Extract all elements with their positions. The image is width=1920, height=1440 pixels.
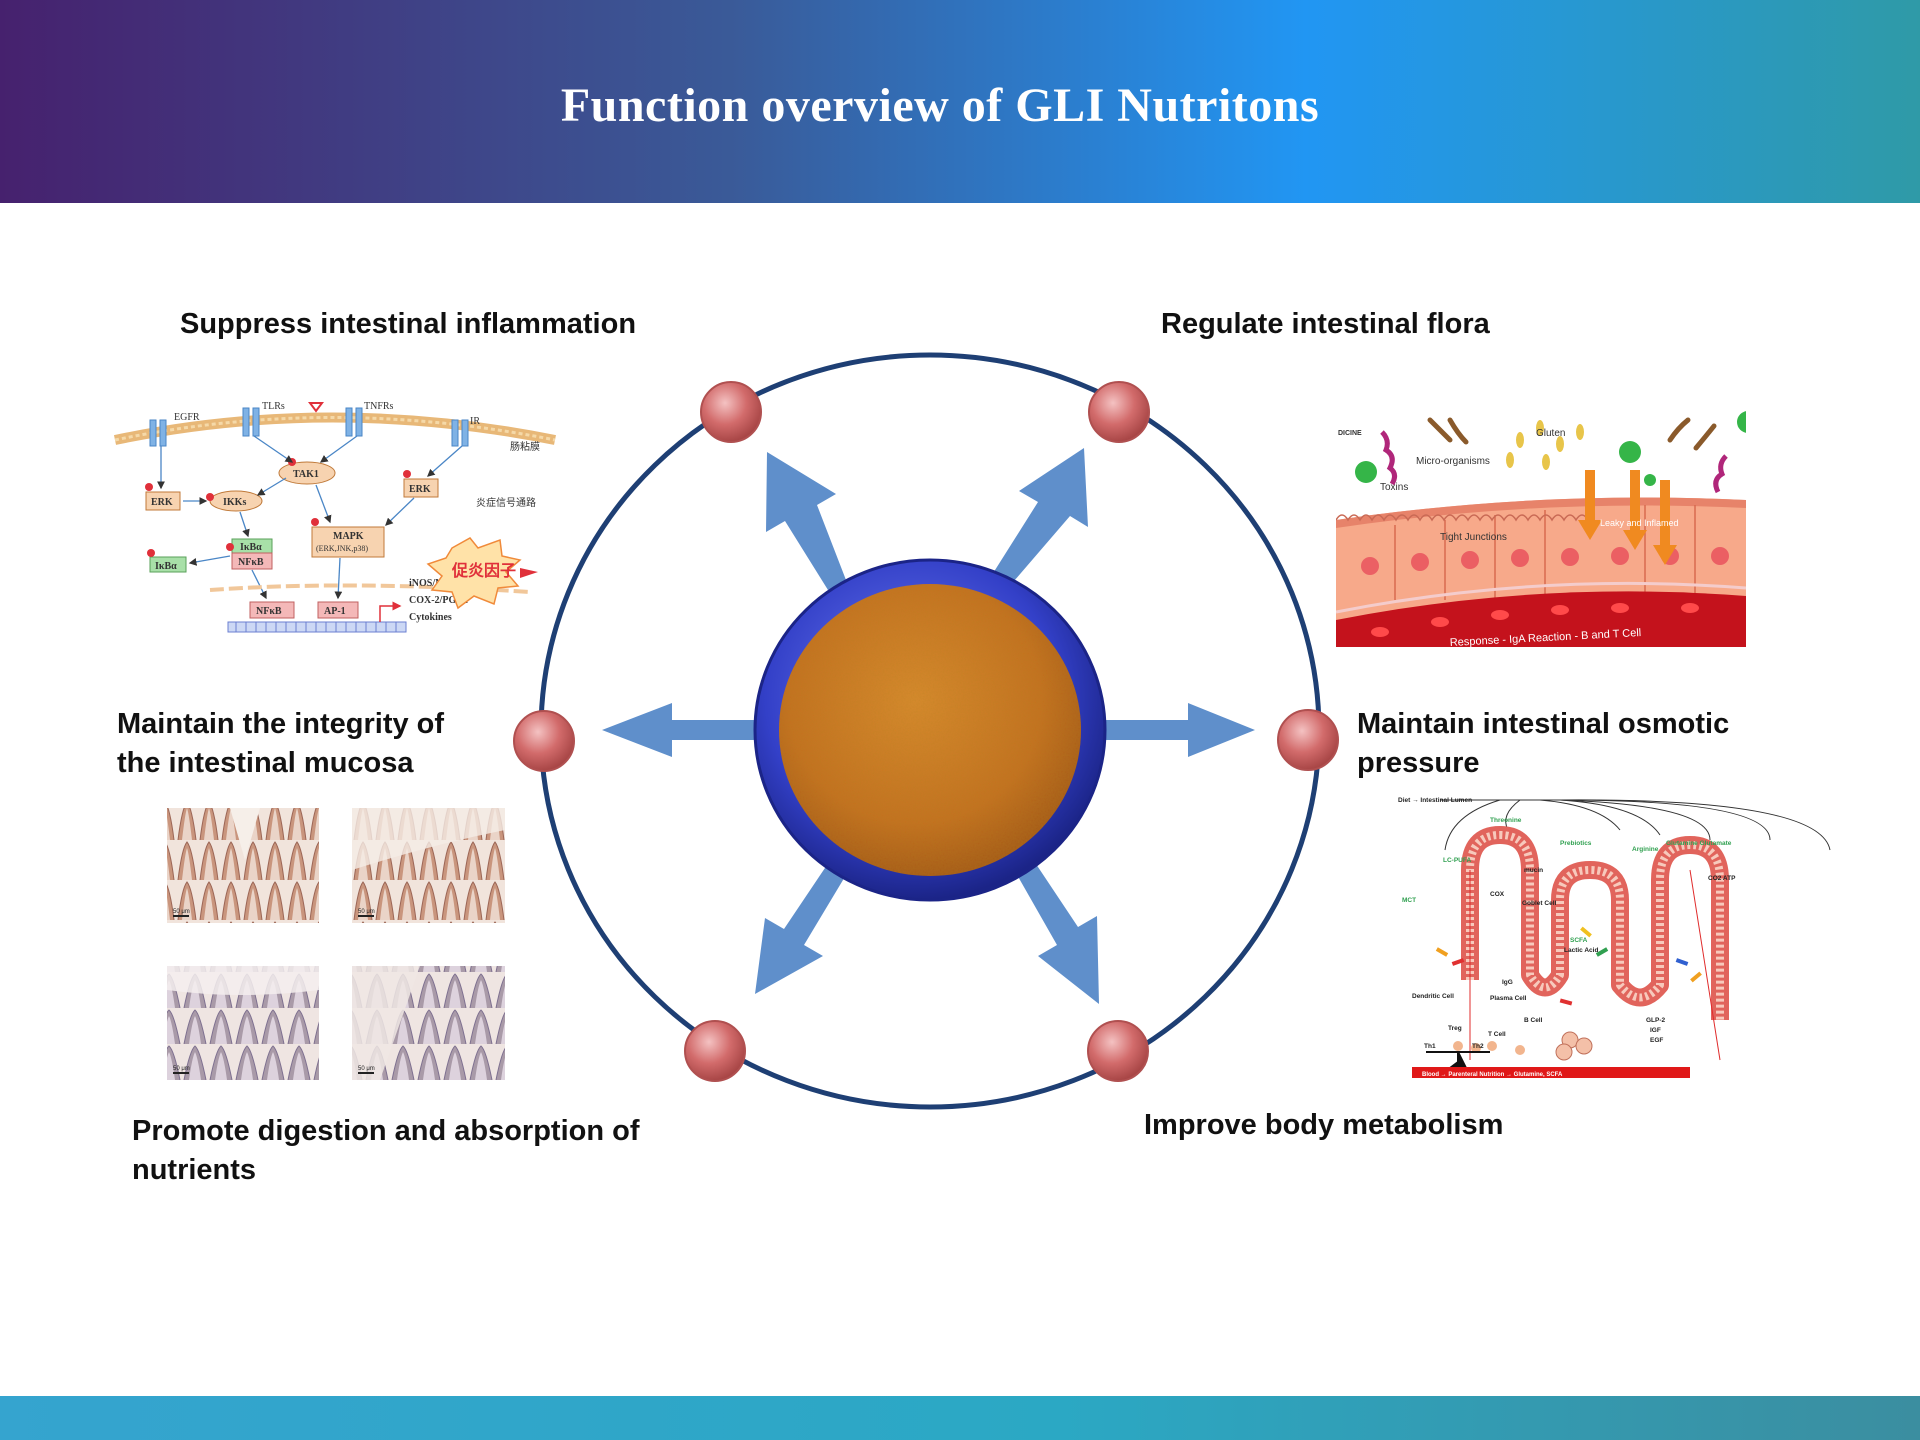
center-powder-dish [753,558,1107,902]
osm-dendritic: Dendritic Cell [1412,993,1454,1000]
osm-th2: Th2 [1472,1043,1484,1050]
label-improve-metabolism-line1: Improve body metabolism [1144,1109,1504,1141]
pw-erk-right: ERK [409,484,431,495]
node-bottom-left [684,1020,746,1082]
pw-nfkb: NFκB [238,557,264,568]
osm-plasma: Plasma Cell [1490,995,1527,1002]
node-bottom-right [1087,1020,1149,1082]
osm-prebiotics: Prebiotics [1560,840,1592,847]
pw-erk-left: ERK [151,497,173,508]
osmotic-blood-label: Blood → Parenteral Nutrition → Glutamine… [1422,1072,1563,1078]
label-promote-digestion-line1: Promote digestion and absorption of [132,1115,640,1147]
label-promote-digestion-line2: nutrients [132,1154,257,1186]
flora-label-tight: Tight Junctions [1440,532,1507,543]
arrow-down-left [755,859,849,994]
pw-ikba: IκBα [240,542,262,553]
arrow-left [602,703,756,757]
histology-scale-1: 50 μm [173,909,190,915]
ring-nodes [513,381,1339,1082]
label-osmotic-pressure-line1: Maintain intestinal osmotic [1357,708,1730,740]
pw-nfkb-nucleus: NFκB [256,606,282,617]
histology-scale-2: 50 μm [358,909,375,915]
histology-2: 50 μm [352,808,505,923]
node-top-left [700,381,762,443]
osm-scfa: SCFA [1570,937,1588,944]
membrane-label: 肠粘膜 [510,440,540,453]
arrow-right [1103,703,1255,757]
osm-glutamine: Glutamine Glutamate [1666,840,1732,847]
output-cox: COX-2/PGE2 [409,595,468,606]
pw-ikks: IKKs [223,497,246,508]
flora-label-toxins: Toxins [1380,482,1408,493]
osm-treg: Treg [1448,1025,1462,1032]
arrow-up-left [766,452,846,590]
inflammation-pathway-figure: EGFR TLRs TNFRs IR 肠粘膜 炎症信号通路 ERK IKKs T… [113,401,556,633]
node-top-right [1088,381,1150,443]
histology-1: 50 μm [167,808,319,923]
arrow-up-right [990,448,1088,588]
flora-label-gluten: Gluten [1536,428,1565,439]
histology-3: 50 μm [167,966,319,1080]
pw-tak1: TAK1 [293,469,319,480]
arrows [602,448,1255,1004]
label-suppress-inflammation-line1: Suppress intestinal inflammation [180,308,637,340]
osm-goblet: Goblet Cell [1522,900,1557,907]
page-title: Function overview of GLI Nutritons [560,79,1320,132]
osm-co2: CO2 ATP [1708,875,1736,882]
osm-lcpufa: LC-PUFA [1443,857,1471,864]
label-improve-metabolism: Improve body metabolism [1144,1106,1503,1145]
pw-mapk-sub: (ERK,JNK,p38) [316,544,368,553]
osm-egf: EGF [1650,1037,1663,1044]
osm-threonine: Threonine [1490,817,1522,824]
label-osmotic-pressure-line2: pressure [1357,747,1480,779]
burst-label: 促炎因子 [451,561,516,580]
osm-tcell: T Cell [1488,1031,1506,1038]
output-cytokines: Cytokines [409,612,452,623]
label-regulate-flora-line1: Regulate intestinal flora [1161,308,1490,340]
histology-scale-4: 50 μm [358,1066,375,1072]
node-left [513,710,575,772]
osm-cox: COX [1490,891,1505,898]
osm-bcell: B Cell [1524,1017,1543,1024]
histology-4: 50 μm [352,966,505,1080]
footer-banner [0,1396,1920,1440]
osm-mucin: mucin [1524,867,1543,874]
proinflammatory-burst [426,537,522,610]
label-suppress-inflammation: Suppress intestinal inflammation [180,305,636,344]
pw-mapk: MAPK [333,531,364,542]
osm-mct: MCT [1402,897,1416,904]
flora-label-leaky: Leaky and Inflamed [1600,518,1679,528]
receptor-tnfrs: TNFRs [364,401,394,412]
osm-glp2: GLP-2 [1646,1017,1666,1024]
osmotic-pressure-figure: Blood → Parenteral Nutrition → Glutamine… [1398,797,1831,1078]
flora-label-microorganisms: Micro-organisms [1416,456,1490,467]
node-right [1277,709,1339,771]
flora-label-dicine: DICINE [1338,430,1362,437]
header-banner: Function overview of GLI Nutritons [0,0,1920,203]
label-maintain-mucosa-line2: the intestinal mucosa [117,747,414,779]
osm-igf: IGF [1650,1027,1661,1034]
pathway-label: 炎症信号通路 [476,496,536,509]
histology-scale-3: 50 μm [173,1066,190,1072]
label-osmotic-pressure: Maintain intestinal osmotic pressure [1357,705,1729,783]
osm-lactic: Lactic Acid [1564,947,1598,954]
output-inos: iNOS/NO [409,578,450,589]
osm-igg: IgG [1502,979,1513,986]
label-promote-digestion: Promote digestion and absorption of nutr… [132,1112,640,1190]
receptor-ir: IR [470,416,480,427]
pw-ap1: AP-1 [324,606,346,617]
arrow-down-right [1012,855,1099,1004]
osm-th1: Th1 [1424,1043,1436,1050]
label-regulate-flora: Regulate intestinal flora [1161,305,1490,344]
intestinal-flora-figure: Micro-organisms Gluten Toxins Tight Junc… [1336,403,1746,647]
label-maintain-mucosa: Maintain the integrity of the intestinal… [117,705,444,783]
pw-ikba-free: IκBα [155,561,177,572]
receptor-tlrs: TLRs [262,401,285,412]
histology-figures: 50 μm 50 μm 50 μm 50 μm [167,808,505,1080]
receptor-egfr: EGFR [174,412,200,423]
osm-arginine: Arginine [1632,846,1659,853]
osm-diet: Diet → Intestinal Lumen [1398,797,1472,804]
label-maintain-mucosa-line1: Maintain the integrity of [117,708,445,740]
